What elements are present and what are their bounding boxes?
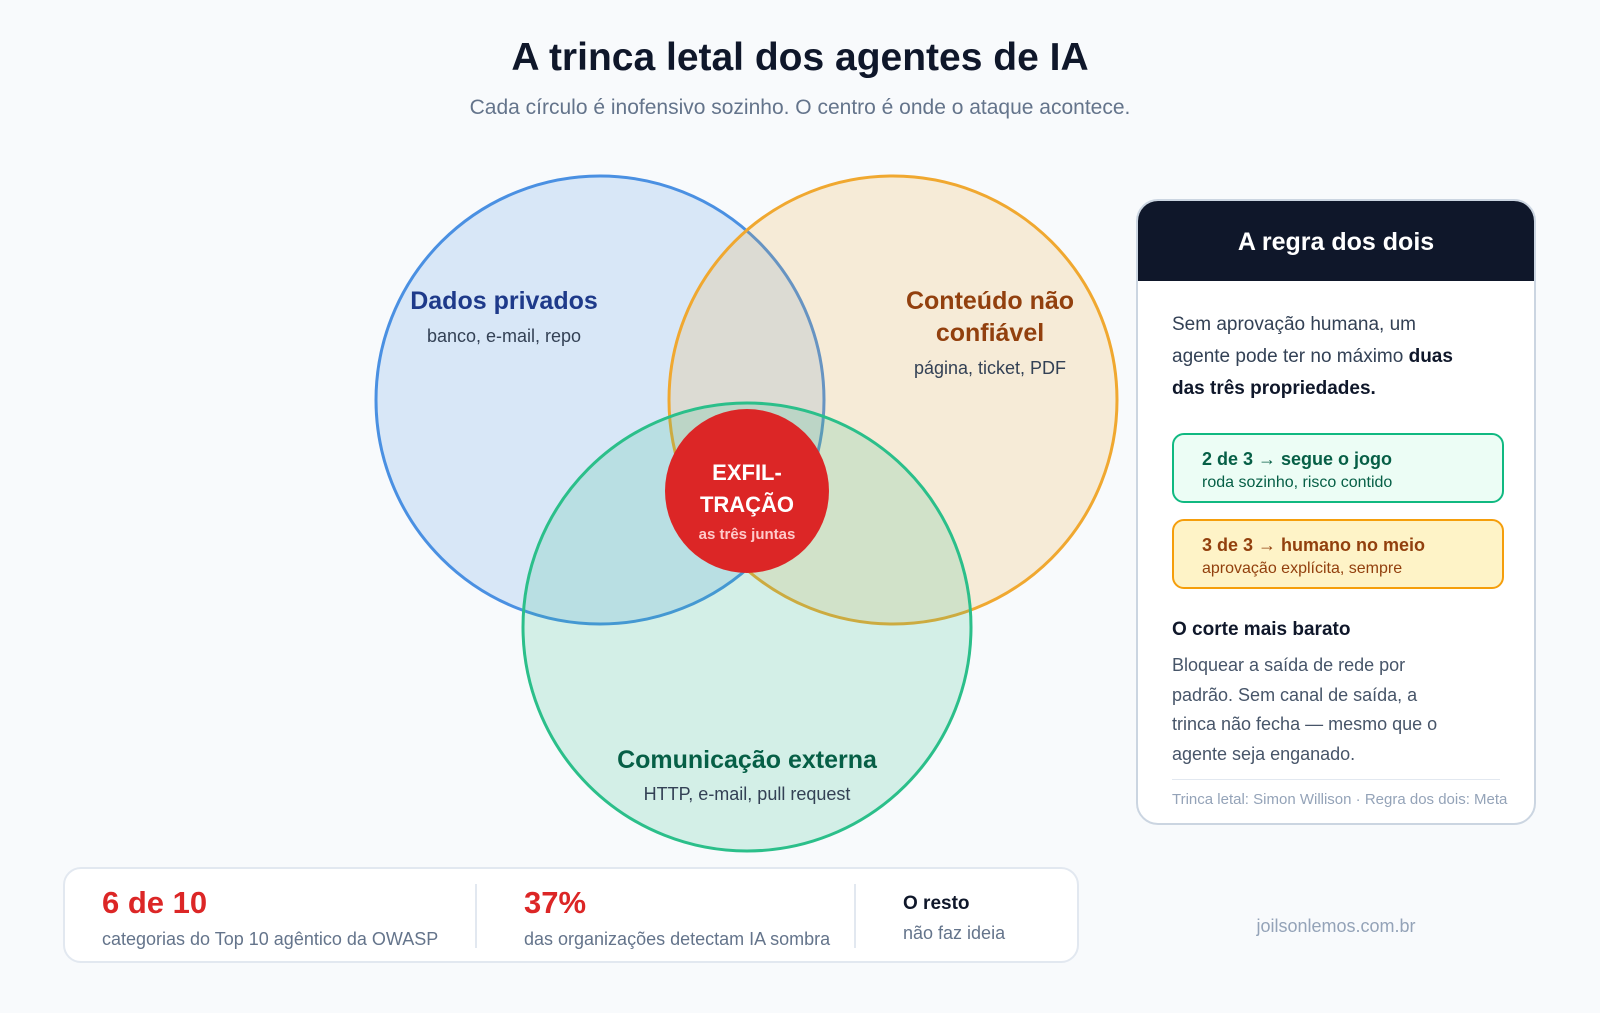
stat-owasp-value: 6 de 10 <box>102 885 208 920</box>
rule-card-intro-text: Sem aprovação humana, um agente pode ter… <box>1172 314 1416 367</box>
stat-rest-label: não faz ideia <box>903 923 1006 943</box>
private-data-title: Dados privados <box>410 287 598 315</box>
stat-shadow-ai: 37% das organizações detectam IA sombra <box>524 883 830 950</box>
external-communication-title: Comunicação externa <box>617 746 878 774</box>
stat-shadow-ai-value: 37% <box>524 885 587 920</box>
page-title: A trinca letal dos agentes de IA <box>511 36 1089 79</box>
rule-card-intro-bold: duas das três propriedades. <box>1172 346 1453 399</box>
rule-two-of-three: 2 de 3 → segue o jogo roda sozinho, risc… <box>1172 433 1504 503</box>
center-exfiltration <box>665 409 829 573</box>
circle-external-communication <box>521 401 973 853</box>
stat-owasp-label: categorias do Top 10 agêntico da OWASP <box>102 929 439 949</box>
stat-rest-value: O resto <box>903 893 970 914</box>
cheapest-cut-text: Bloquear a saída de rede por padrão. Sem… <box>1172 655 1438 764</box>
untrusted-content-subtitle: página, ticket, PDF <box>914 358 1066 378</box>
site-url: joilsonlemos.com.br <box>1256 916 1416 936</box>
center-label-sub: as três juntas <box>699 526 796 543</box>
external-communication-subtitle: HTTP, e-mail, pull request <box>644 784 851 804</box>
rule-three-of-three: 3 de 3 → humano no meio aprovação explíc… <box>1172 519 1504 589</box>
rule-three-of-three-sub: aprovação explícita, sempre <box>1202 560 1403 577</box>
rule-two-of-three-sub: roda sozinho, risco contido <box>1202 474 1393 491</box>
stat-shadow-ai-label: das organizações detectam IA sombra <box>524 929 831 949</box>
untrusted-content-title-line2: confiável <box>936 319 1044 347</box>
source-credit: Trinca letal: Simon Willison · Regra dos… <box>1172 791 1508 808</box>
cheapest-cut-title: O corte mais barato <box>1172 619 1351 640</box>
rule-card-intro: Sem aprovação humana, um agente pode ter… <box>1172 309 1462 405</box>
center-label-line2: TRAÇÃO <box>700 492 794 517</box>
stat-owasp: 6 de 10 categorias do Top 10 agêntico da… <box>102 883 438 950</box>
private-data-subtitle: banco, e-mail, repo <box>427 326 581 346</box>
stat-divider <box>475 884 477 948</box>
rule-three-of-three-title: 3 de 3 → humano no meio <box>1202 535 1426 555</box>
stat-rest: O resto não faz ideia <box>903 883 1005 944</box>
page-subtitle: Cada círculo é inofensivo sozinho. O cen… <box>469 96 1131 119</box>
card-divider <box>1172 779 1500 780</box>
stat-divider <box>854 884 856 948</box>
stats-bar: 6 de 10 categorias do Top 10 agêntico da… <box>63 867 1079 963</box>
rule-of-two-card: A regra dos dois Sem aprovação humana, u… <box>1136 199 1536 825</box>
untrusted-content-title-line1: Conteúdo não <box>906 287 1074 315</box>
center-label-line1: EXFIL- <box>712 460 782 485</box>
rule-two-of-three-title: 2 de 3 → segue o jogo <box>1202 449 1393 469</box>
rule-card-title: A regra dos dois <box>1138 201 1534 281</box>
